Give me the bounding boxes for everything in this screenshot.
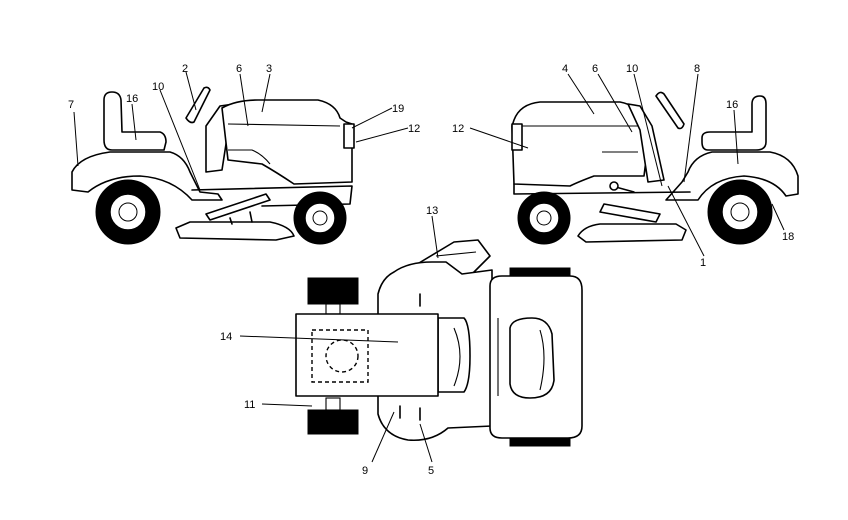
right-seat xyxy=(701,95,767,151)
top-rear-wheel-lower xyxy=(307,409,359,435)
callout-6-left: 6 xyxy=(236,63,242,75)
top-seat-circle xyxy=(325,339,359,373)
callout-16-right: 16 xyxy=(726,99,738,111)
callout-1: 1 xyxy=(700,257,706,269)
right-grille xyxy=(511,123,523,151)
left-steering-wheel xyxy=(185,86,211,124)
callout-18: 18 xyxy=(782,231,794,243)
callout-10-right: 10 xyxy=(626,63,638,75)
left-grille xyxy=(343,123,355,149)
callout-16-left: 16 xyxy=(126,93,138,105)
tractor-right-side-view xyxy=(511,91,799,245)
left-rear-fender xyxy=(71,151,223,201)
left-seat xyxy=(103,91,167,151)
right-hood xyxy=(511,101,651,187)
top-rear-wheel-upper xyxy=(307,277,359,305)
right-mower-deck xyxy=(577,223,687,243)
callout-14: 14 xyxy=(220,331,232,343)
callout-7-left: 7 xyxy=(68,99,74,111)
callout-12-right: 12 xyxy=(452,123,464,135)
callout-11: 11 xyxy=(244,399,255,411)
tractor-top-view xyxy=(295,239,583,447)
callout-19: 19 xyxy=(392,103,404,115)
callout-2: 2 xyxy=(182,63,188,75)
top-rear-body xyxy=(295,313,439,397)
tractor-left-side-view xyxy=(71,86,355,245)
right-steering-wheel xyxy=(655,91,685,130)
callout-9: 9 xyxy=(362,465,368,477)
right-rear-fender xyxy=(665,151,799,201)
callout-6-right: 6 xyxy=(592,63,598,75)
callout-4: 4 xyxy=(562,63,568,75)
right-steering-column xyxy=(627,103,665,183)
callout-8: 8 xyxy=(694,63,700,75)
callout-13: 13 xyxy=(426,205,438,217)
callout-5: 5 xyxy=(428,465,434,477)
callout-12-left: 12 xyxy=(408,123,420,135)
callout-10-left: 10 xyxy=(152,81,164,93)
callout-labels: 7 16 10 2 6 3 19 12 12 4 6 10 8 16 1 18 … xyxy=(68,63,794,477)
left-hood xyxy=(221,99,353,185)
callout-3: 3 xyxy=(266,63,272,75)
leader-lines xyxy=(73,71,785,463)
top-seat-outline xyxy=(311,329,369,383)
left-mower-deck xyxy=(175,221,295,241)
